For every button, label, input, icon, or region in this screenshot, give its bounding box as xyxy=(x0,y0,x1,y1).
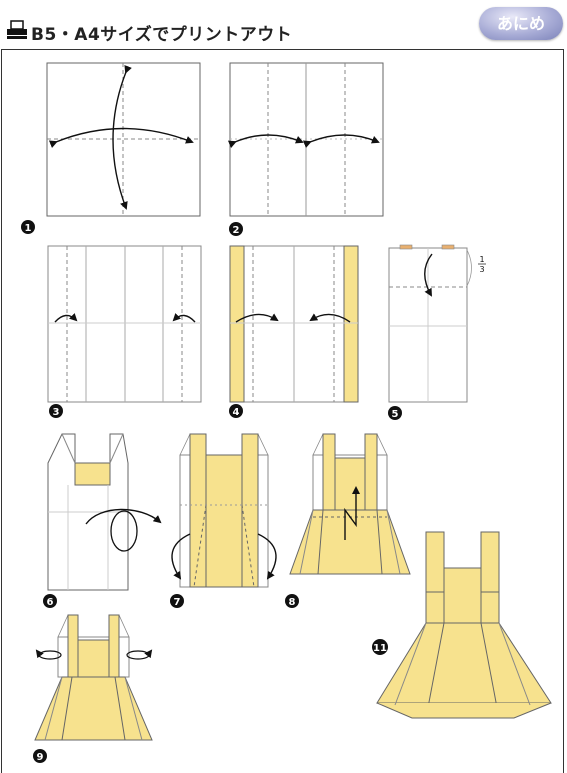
step-9-number: 9 xyxy=(33,749,47,763)
print-out-label[interactable]: B5・A4サイズでプリントアウト xyxy=(31,25,293,45)
step-9-diagram xyxy=(34,614,153,741)
step-6-diagram xyxy=(47,433,162,591)
step-6-number: 6 xyxy=(43,594,57,608)
fraction-numerator: 1 xyxy=(479,255,484,264)
step-8-diagram xyxy=(289,433,411,575)
svg-text:9: 9 xyxy=(37,752,44,763)
step-11-diagram xyxy=(376,531,552,719)
step-1-diagram xyxy=(46,62,201,217)
step-4-diagram xyxy=(229,245,359,403)
fraction-denominator: 3 xyxy=(479,265,484,274)
svg-text:6: 6 xyxy=(47,597,54,608)
step-7-number: 7 xyxy=(170,594,184,608)
animation-button[interactable]: あにめ xyxy=(479,7,563,40)
svg-text:7: 7 xyxy=(174,597,181,608)
step-8-number: 8 xyxy=(285,594,299,608)
svg-text:1: 1 xyxy=(25,223,32,234)
step-2-diagram xyxy=(227,62,384,217)
step-7-diagram xyxy=(171,433,277,588)
svg-text:2: 2 xyxy=(233,225,240,236)
step-3-number: 3 xyxy=(49,404,63,418)
diagram-frame xyxy=(1,49,564,773)
svg-text:5: 5 xyxy=(392,409,399,420)
svg-text:11: 11 xyxy=(373,643,387,654)
step-5-diagram: 1 3 xyxy=(388,244,486,403)
step-2-number: 2 xyxy=(229,222,243,236)
step-11-number: 11 xyxy=(372,639,388,655)
header: B5・A4サイズでプリントアウト あにめ xyxy=(0,0,567,50)
svg-text:8: 8 xyxy=(289,597,296,608)
svg-text:3: 3 xyxy=(53,407,60,418)
svg-text:4: 4 xyxy=(233,407,240,418)
step-4-number: 4 xyxy=(229,404,243,418)
printer-icon[interactable] xyxy=(6,20,28,40)
step-3-diagram xyxy=(47,245,202,403)
step-5-number: 5 xyxy=(388,406,402,420)
step-1-number: 1 xyxy=(21,220,35,234)
